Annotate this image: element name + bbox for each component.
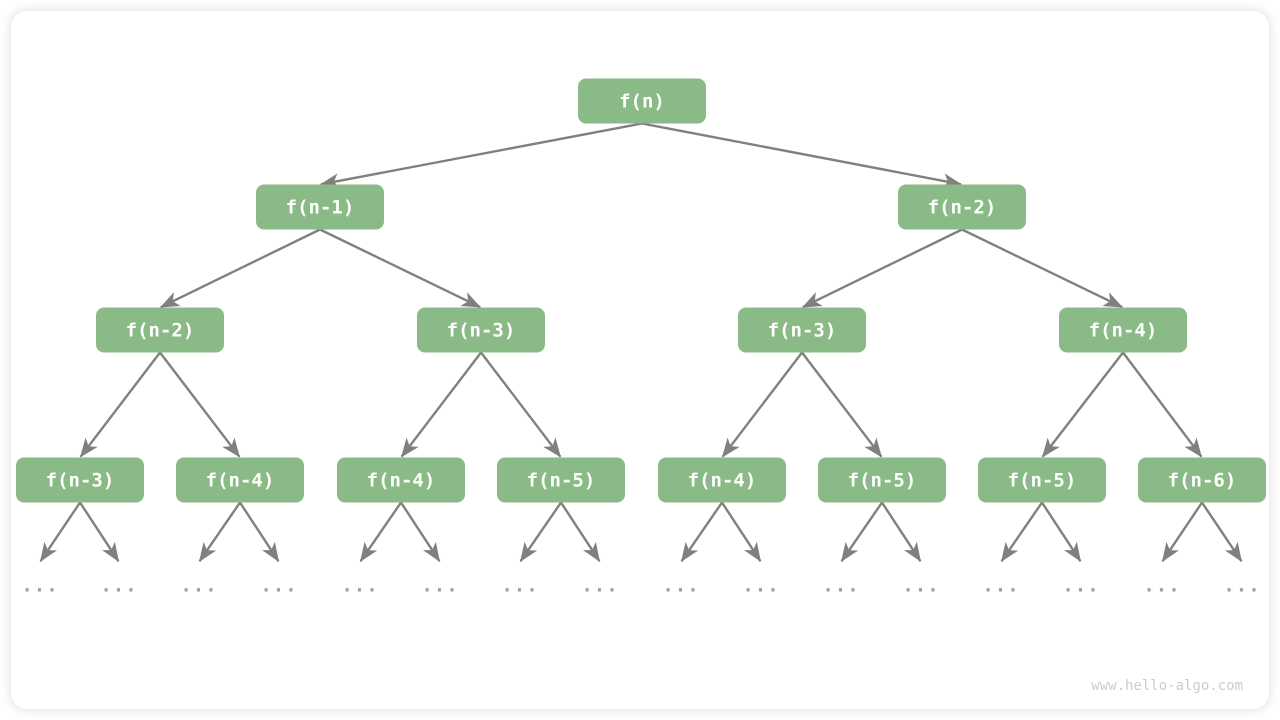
ellipsis-label: ... xyxy=(260,575,297,597)
tree-edge xyxy=(320,122,643,189)
node-box xyxy=(738,307,866,353)
tree-edge xyxy=(801,351,883,458)
leaf-edge xyxy=(39,501,81,562)
node-box xyxy=(417,307,545,353)
tree-edge xyxy=(1122,351,1203,458)
ellipsis-label: ... xyxy=(1062,575,1099,597)
diagram-card: f(n) f(n-1) f(n-2) f(n-2) f(n-3) f(n-3) f(n-4)… xyxy=(11,11,1269,709)
ellipsis-label: ... xyxy=(581,575,618,597)
node-label: f(n-1) xyxy=(286,197,355,219)
node-label: f(n-4) xyxy=(206,470,275,492)
tree-node[interactable]: f(n-4) xyxy=(337,457,465,503)
tree-node[interactable]: f(n) xyxy=(578,78,706,124)
node-box xyxy=(16,457,144,503)
node-label: f(n-5) xyxy=(1008,470,1077,492)
leaf-edge xyxy=(1161,501,1203,562)
leaf-edge xyxy=(1040,501,1082,562)
tree-node[interactable]: f(n-6) xyxy=(1138,457,1266,503)
tree-node[interactable]: f(n-5) xyxy=(978,457,1106,503)
ellipsis-label: ... xyxy=(822,575,859,597)
nodes-layer: f(n) f(n-1) f(n-2) f(n-2) f(n-3) f(n-3) f(n-4)… xyxy=(16,78,1266,503)
leaf-edge xyxy=(519,501,562,562)
leaf-edge xyxy=(840,501,883,562)
ellipsis-label: ... xyxy=(1143,575,1180,597)
ellipsis-label: ... xyxy=(902,575,939,597)
node-label: f(n-4) xyxy=(688,470,757,492)
ellipsis-label: ... xyxy=(100,575,137,597)
node-box xyxy=(337,457,465,503)
ellipsis-label: ... xyxy=(1223,575,1260,597)
leaf-edges-layer xyxy=(39,501,1243,562)
node-box xyxy=(96,307,224,353)
ellipsis-label: ... xyxy=(341,575,378,597)
ellipses-layer: ........................................… xyxy=(21,575,1260,597)
tree-edge xyxy=(1041,351,1124,458)
ellipsis-label: ... xyxy=(662,575,699,597)
leaf-edge xyxy=(238,501,280,562)
leaf-edge xyxy=(78,501,120,562)
tree-node[interactable]: f(n-5) xyxy=(497,457,625,503)
tree-edge xyxy=(319,228,481,309)
node-label: f(n-5) xyxy=(848,470,917,492)
tree-node[interactable]: f(n-4) xyxy=(658,457,786,503)
node-box xyxy=(497,457,625,503)
ellipsis-label: ... xyxy=(742,575,779,597)
tree-node[interactable]: f(n-4) xyxy=(1059,307,1187,353)
leaf-edge xyxy=(680,501,723,562)
ellipsis-label: ... xyxy=(21,575,58,597)
tree-node[interactable]: f(n-2) xyxy=(898,184,1026,230)
node-box xyxy=(978,457,1106,503)
tree-edge xyxy=(159,351,241,458)
leaf-edge xyxy=(399,501,441,562)
node-box xyxy=(256,184,384,230)
ellipsis-label: ... xyxy=(982,575,1019,597)
node-label: f(n-5) xyxy=(527,470,596,492)
node-label: f(n-2) xyxy=(928,197,997,219)
node-box xyxy=(658,457,786,503)
tree-edge xyxy=(961,228,1123,309)
node-label: f(n-6) xyxy=(1168,470,1237,492)
tree-node[interactable]: f(n-5) xyxy=(818,457,946,503)
node-box xyxy=(898,184,1026,230)
node-box xyxy=(578,78,706,124)
node-label: f(n-4) xyxy=(1089,320,1158,342)
tree-edge xyxy=(802,228,963,309)
tree-node[interactable]: f(n-1) xyxy=(256,184,384,230)
leaf-edge xyxy=(559,501,601,562)
node-label: f(n-3) xyxy=(447,320,516,342)
leaf-edge xyxy=(880,501,922,562)
tree-node[interactable]: f(n-2) xyxy=(96,307,224,353)
edges-layer xyxy=(79,122,1203,458)
tree-edge xyxy=(400,351,482,458)
recursion-tree-diagram: f(n) f(n-1) f(n-2) f(n-2) f(n-3) f(n-3) f(n-4)… xyxy=(16,78,1266,694)
node-label: f(n-2) xyxy=(126,320,195,342)
node-label: f(n) xyxy=(619,91,665,113)
tree-edge xyxy=(79,351,161,458)
leaf-edge xyxy=(1201,501,1243,562)
tree-edge xyxy=(160,228,321,309)
leaf-edge xyxy=(720,501,762,562)
node-box xyxy=(1138,457,1266,503)
node-label: f(n-4) xyxy=(367,470,436,492)
leaf-edge xyxy=(198,501,241,562)
node-label: f(n-3) xyxy=(46,470,115,492)
ellipsis-label: ... xyxy=(180,575,217,597)
node-box xyxy=(1059,307,1187,353)
node-label: f(n-3) xyxy=(768,320,837,342)
tree-edge xyxy=(480,351,562,458)
node-box xyxy=(176,457,304,503)
tree-node[interactable]: f(n-3) xyxy=(417,307,545,353)
leaf-edge xyxy=(359,501,402,562)
watermark: www.hello-algo.com xyxy=(1091,678,1243,694)
tree-node[interactable]: f(n-3) xyxy=(738,307,866,353)
tree-edge xyxy=(721,351,803,458)
tree-node[interactable]: f(n-4) xyxy=(176,457,304,503)
ellipsis-label: ... xyxy=(501,575,538,597)
ellipsis-label: ... xyxy=(421,575,458,597)
leaf-edge xyxy=(1000,501,1043,562)
tree-edge xyxy=(641,122,962,189)
tree-node[interactable]: f(n-3) xyxy=(16,457,144,503)
node-box xyxy=(818,457,946,503)
